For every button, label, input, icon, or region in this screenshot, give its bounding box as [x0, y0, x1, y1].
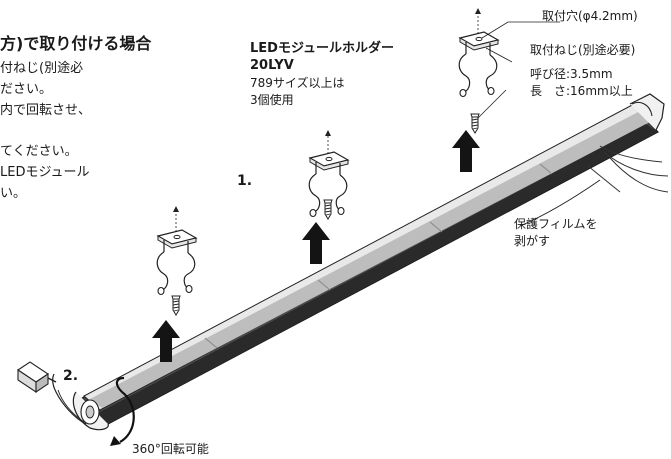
screw-callout-diameter: 呼び径:3.5mm: [530, 67, 613, 81]
step-1-label: 1.: [237, 173, 253, 189]
instruction-line-6: い。: [0, 186, 27, 201]
callout-leaders: [477, 21, 560, 119]
rotation-callout: 360°回転可能: [132, 442, 209, 456]
instruction-line-5: LEDモジュール: [0, 165, 90, 180]
instruction-line-1: 付ねじ(別途必: [0, 61, 84, 76]
holder-middle: [302, 130, 349, 264]
instruction-line-3: 内で回転させ、: [0, 103, 92, 118]
led-module-bar: [72, 93, 665, 431]
screw-callout-title: 取付ねじ(別途必要): [530, 43, 636, 57]
screw-callout-length: 長 さ:16mm以上: [530, 84, 633, 98]
protective-film: [519, 145, 669, 227]
film-callout-1: 保護フィルムを: [514, 217, 598, 231]
holder-model: 20LYV: [250, 58, 294, 73]
instruction-line-4: てください。: [0, 144, 78, 159]
holder-note-1: 789サイズ以上は: [250, 76, 345, 90]
section-heading: 方)で取り付ける場合: [0, 34, 152, 53]
step-2-label: 2.: [63, 368, 79, 384]
holder-right: [452, 8, 499, 172]
holder-title: LEDモジュールホルダー: [250, 41, 395, 56]
film-callout-2: 剥がす: [514, 234, 551, 248]
connector-cable: [17, 361, 87, 425]
mounting-hole-callout: 取付穴(φ4.2mm): [542, 9, 638, 23]
holder-note-2: 3個使用: [250, 93, 294, 107]
holder-left: [152, 206, 197, 362]
rotation-arrow: [110, 376, 135, 446]
instruction-line-2: ださい。: [0, 82, 53, 97]
